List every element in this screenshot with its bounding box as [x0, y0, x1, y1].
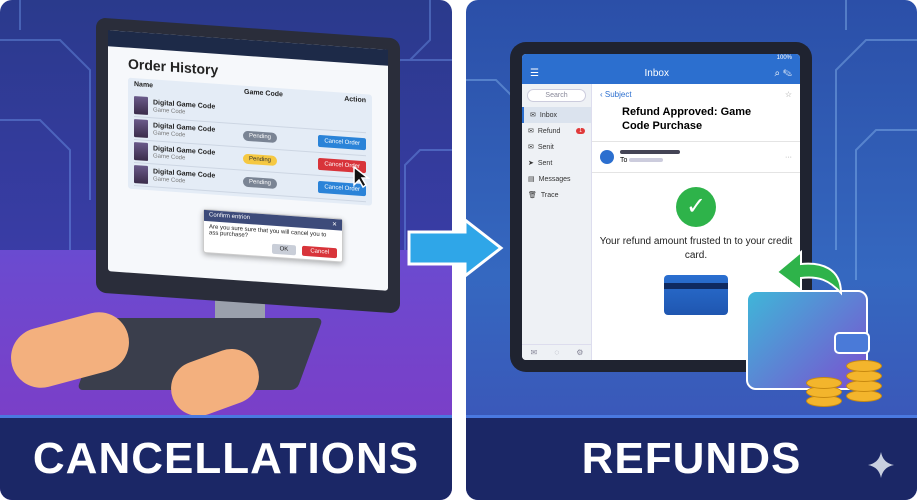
- back-button[interactable]: ‹ Subject: [600, 90, 632, 99]
- folder-label: Trace: [540, 191, 559, 199]
- trash-icon: 🗑: [528, 192, 537, 199]
- col-action: Action: [344, 95, 366, 105]
- search-input[interactable]: Search: [527, 89, 586, 102]
- wallet-icon: [746, 290, 870, 390]
- confirm-dialog: Confirm entrion✕ Are you sure sure that …: [203, 208, 343, 263]
- ok-button[interactable]: OK: [271, 243, 297, 256]
- game-thumbnail: [134, 142, 148, 162]
- close-icon[interactable]: ✕: [331, 221, 337, 229]
- dialog-title: Confirm entrion: [209, 212, 251, 222]
- folder-sent[interactable]: ➤Sent: [522, 155, 591, 171]
- chat-tab-icon[interactable]: ◌: [554, 348, 560, 357]
- refunds-banner: REFUNDS: [466, 415, 917, 500]
- game-thumbnail: [134, 119, 148, 139]
- sparkle-icon: [868, 452, 894, 478]
- messages-icon: ▤: [528, 176, 535, 183]
- credit-card-icon: [664, 275, 728, 315]
- status-badge: Pending: [243, 130, 278, 144]
- unread-badge: 1: [576, 128, 585, 134]
- sender-name-placeholder: [620, 150, 680, 154]
- folder-senit[interactable]: ✉Senit: [522, 139, 591, 155]
- folder-label: Inbox: [539, 111, 557, 119]
- folder-label: Messages: [538, 175, 571, 183]
- compose-icon[interactable]: ✎: [782, 67, 792, 79]
- return-arrow-icon: [775, 249, 843, 296]
- folder-trace[interactable]: 🗑Trace: [522, 187, 591, 203]
- game-thumbnail: [134, 96, 148, 116]
- status-badge: Pending: [243, 176, 278, 190]
- folder-label: Sent: [537, 159, 553, 167]
- bottom-tabbar: ✉ ◌ ⚙: [522, 344, 592, 360]
- cancel-order-button[interactable]: Cancel Order: [318, 134, 366, 151]
- folder-label: Senit: [537, 143, 554, 151]
- email-subject: Refund Approved: Game Code Purchase: [622, 106, 752, 132]
- folder-messages[interactable]: ▤Messages: [522, 171, 591, 187]
- menu-icon[interactable]: ☰: [530, 67, 539, 79]
- item-sub: Game Code: [153, 107, 186, 116]
- mail-icon: ✉: [528, 128, 534, 135]
- to-label: To: [620, 157, 628, 164]
- folder-label: Refund: [537, 127, 561, 135]
- check-icon: ✓: [676, 187, 716, 227]
- app-header: ☰ Inbox ⌕ ✎: [522, 62, 800, 84]
- folder-refund[interactable]: ✉Refund 1: [522, 123, 591, 139]
- cancel-button[interactable]: Cancel: [302, 245, 337, 259]
- app-title: Inbox: [644, 67, 669, 79]
- more-icon[interactable]: ···: [785, 153, 792, 161]
- cancellations-banner: CANCELLATIONS: [0, 415, 452, 500]
- battery-status: 100%: [522, 54, 800, 62]
- mouse-cursor-icon: [353, 165, 370, 189]
- item-sub: Game Code: [153, 153, 186, 162]
- email-view: ‹ Subject ☆ Refund Approved: Game Code Pu…: [592, 84, 800, 360]
- game-thumbnail: [134, 165, 148, 185]
- arrow-right-icon: [407, 218, 504, 278]
- refund-message: Your refund amount frusted tn to your cr…: [599, 236, 793, 261]
- mail-icon: ✉: [528, 144, 534, 151]
- sender-row: To ···: [592, 141, 800, 173]
- settings-icon[interactable]: ⚙: [576, 348, 584, 357]
- star-icon[interactable]: ☆: [784, 90, 792, 99]
- search-icon[interactable]: ⌕: [774, 67, 781, 79]
- subject-label: Subject: [604, 90, 632, 99]
- item-sub: Game Code: [153, 130, 186, 139]
- inbox-icon: ✉: [530, 112, 536, 119]
- avatar: [600, 150, 614, 164]
- send-icon: ➤: [528, 160, 534, 167]
- folder-inbox[interactable]: ✉Inbox: [522, 107, 591, 123]
- item-sub: Game Code: [153, 176, 186, 185]
- status-badge: Pending: [243, 153, 278, 167]
- mail-tab-icon[interactable]: ✉: [530, 348, 538, 357]
